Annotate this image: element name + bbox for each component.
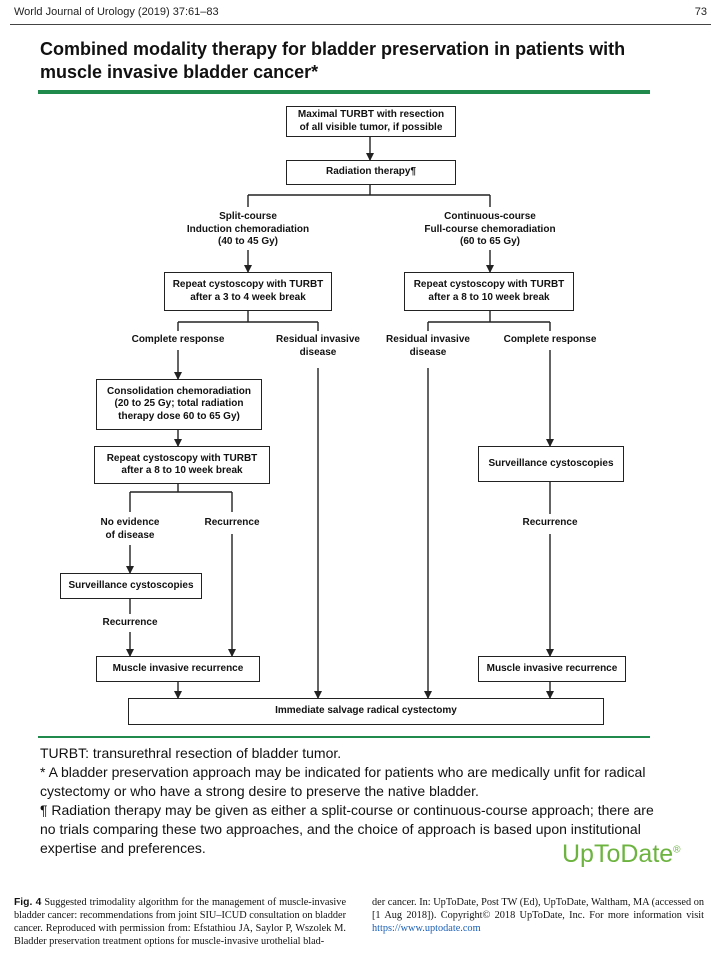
figure-notes: TURBT: transurethral resection of bladde… [40,744,660,858]
label-continuous-course: Continuous-course Full-course chemoradia… [424,211,556,247]
uptodate-link[interactable]: https://www.uptodate.com [372,923,481,934]
label-no-evidence-of-disease: No evidence of disease [100,517,160,541]
caption-right-column: der cancer. In: UpToDate, Post TW (Ed), … [372,896,704,935]
node-consolidation-chemoradiation: Consolidation chemoradiation (20 to 25 G… [96,379,262,430]
label-split-course: Split-course Induction chemoradiation (4… [186,211,310,247]
node-repeat-cystoscopy-left-2: Repeat cystoscopy with TURBT after a 8 t… [94,446,270,484]
uptodate-logo: UpToDate® [562,840,681,869]
note-asterisk: * A bladder preservation approach may be… [40,764,646,799]
node-radiation-therapy: Radiation therapy¶ [286,160,456,185]
caption-right-text: der cancer. In: UpToDate, Post TW (Ed), … [372,897,704,921]
label-complete-response-left: Complete response [131,334,225,345]
title-divider [38,90,650,94]
caption-left-text: Suggested trimodality algorithm for the … [14,897,347,947]
node-repeat-cystoscopy-right: Repeat cystoscopy with TURBT after a 8 t… [404,272,574,311]
label-residual-invasive-left: Residual invasive disease [276,334,360,358]
journal-header: World Journal of Urology (2019) 37:61–83 [14,6,219,18]
node-muscle-invasive-recurrence-right: Muscle invasive recurrence [478,656,626,682]
label-recurrence-left-mid: Recurrence [204,517,260,528]
node-immediate-salvage-cystectomy: Immediate salvage radical cystectomy [128,698,604,725]
label-recurrence-left-low: Recurrence [102,617,158,628]
page-number: 73 [694,6,707,18]
registered-mark: ® [673,844,681,856]
note-turbt: TURBT: transurethral resection of bladde… [40,745,342,761]
note-pilcrow: ¶ Radiation therapy may be given as eith… [40,802,654,856]
header-divider [10,24,711,25]
uptodate-wordmark: UpToDate [562,840,674,868]
node-surveillance-right: Surveillance cystoscopies [478,446,624,482]
node-surveillance-left: Surveillance cystoscopies [60,573,202,599]
label-residual-invasive-right: Residual invasive disease [386,334,470,358]
caption-left-column: Fig. 4 Suggested trimodality algorithm f… [14,896,346,948]
figure-title: Combined modality therapy for bladder pr… [40,39,626,82]
notes-divider [38,736,650,738]
node-muscle-invasive-recurrence-left: Muscle invasive recurrence [96,656,260,682]
node-maximal-turbt: Maximal TURBT with resection of all visi… [286,106,456,137]
label-complete-response-right: Complete response [503,334,597,345]
label-recurrence-right: Recurrence [522,517,578,528]
figure-label: Fig. 4 [14,897,42,908]
node-repeat-cystoscopy-left: Repeat cystoscopy with TURBT after a 3 t… [164,272,332,311]
